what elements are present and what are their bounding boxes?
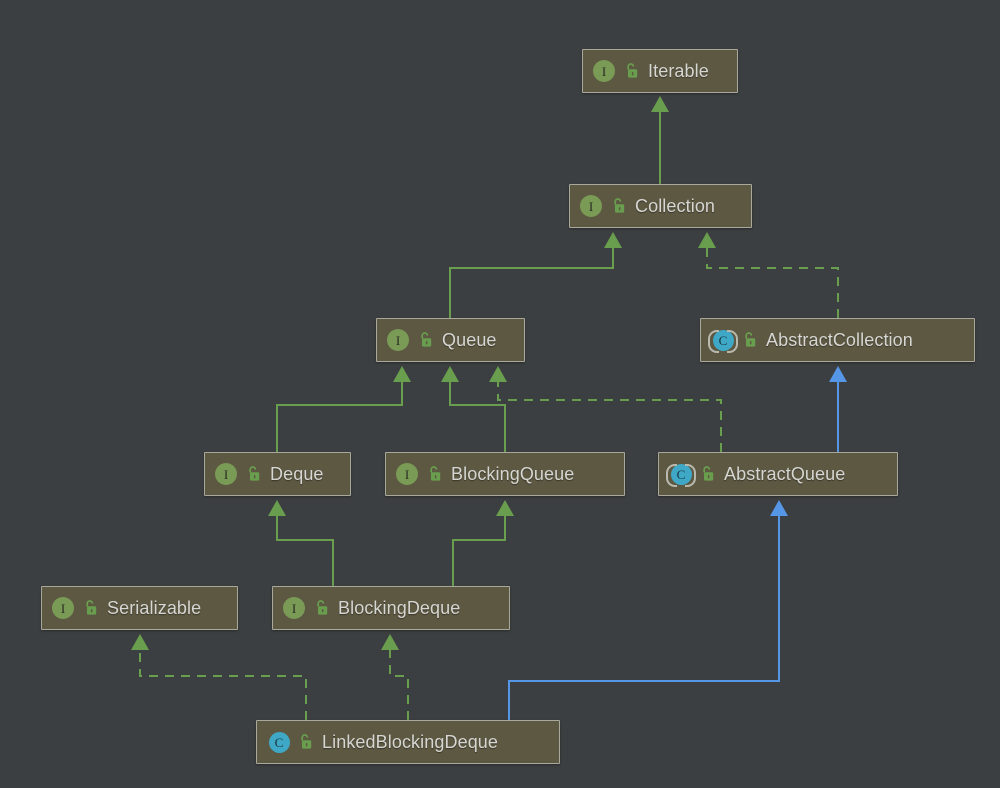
edge-blockingdeque-deque[interactable] (276, 515, 334, 586)
unlocked-padlock-icon (314, 599, 330, 617)
abstract-class-icon: C (708, 328, 738, 353)
arrowhead-blockingdeque-deque (268, 500, 286, 516)
unlocked-padlock-icon (611, 197, 627, 215)
class-node-label: Iterable (648, 60, 709, 81)
edge-linkedblockingdeque-serializable[interactable] (139, 649, 307, 720)
arrowhead-linkedblockingdeque-serializable (131, 634, 149, 650)
arrowhead-deque-queue (393, 366, 411, 382)
unlocked-padlock-icon (246, 465, 262, 483)
arrowhead-abstractcollection-collection (698, 232, 716, 248)
arrowhead-blockingqueue-queue (441, 366, 459, 382)
class-node-label: Queue (442, 329, 497, 350)
interface-icon: I (396, 462, 420, 486)
class-node-label: Serializable (107, 597, 202, 618)
interface-icon: I (580, 194, 604, 218)
class-icon: C (267, 730, 291, 754)
class-node-abstractqueue[interactable]: C AbstractQueue (658, 452, 898, 496)
class-node-label: BlockingDeque (338, 597, 461, 618)
arrowhead-blockingdeque-blockingqueue (496, 500, 514, 516)
arrowhead-linkedblockingdeque-abstractqueue (770, 500, 788, 516)
unlocked-padlock-icon (298, 733, 314, 751)
class-node-label: AbstractQueue (724, 463, 846, 484)
interface-icon: I (52, 596, 76, 620)
edge-blockingdeque-blockingqueue[interactable] (452, 515, 506, 586)
class-node-blockingqueue[interactable]: I BlockingQueue (385, 452, 625, 496)
edge-abstractcollection-collection[interactable] (706, 247, 839, 318)
class-node-deque[interactable]: I Deque (204, 452, 351, 496)
class-node-collection[interactable]: I Collection (569, 184, 752, 228)
interface-icon: I (283, 596, 307, 620)
edge-linkedblockingdeque-abstractqueue[interactable] (508, 515, 780, 720)
class-node-label: BlockingQueue (451, 463, 575, 484)
unlocked-padlock-icon (624, 62, 640, 80)
arrowhead-abstractqueue-abstractcollection (829, 366, 847, 382)
edge-deque-queue[interactable] (276, 381, 403, 452)
class-node-label: Collection (635, 195, 716, 216)
class-node-serializable[interactable]: I Serializable (41, 586, 238, 630)
edge-abstractqueue-queue[interactable] (497, 381, 722, 452)
class-node-iterable[interactable]: I Iterable (582, 49, 738, 93)
edge-linkedblockingdeque-blockingdeque[interactable] (389, 649, 409, 720)
arrowhead-queue-collection (604, 232, 622, 248)
class-node-abstractcollection[interactable]: C AbstractCollection (700, 318, 975, 362)
abstract-class-icon: C (666, 462, 696, 487)
edge-queue-collection[interactable] (449, 247, 614, 318)
class-node-label: AbstractCollection (766, 329, 913, 350)
unlocked-padlock-icon (700, 465, 716, 483)
edge-blockingqueue-queue[interactable] (449, 381, 506, 452)
interface-icon: I (593, 59, 617, 83)
class-node-label: Deque (270, 463, 324, 484)
arrowhead-linkedblockingdeque-blockingdeque (381, 634, 399, 650)
class-node-label: LinkedBlockingDeque (322, 731, 499, 752)
arrowhead-abstractqueue-queue (489, 366, 507, 382)
arrowhead-collection-iterable (651, 96, 669, 112)
class-node-queue[interactable]: I Queue (376, 318, 525, 362)
unlocked-padlock-icon (427, 465, 443, 483)
class-node-linkedblockingdeque[interactable]: C LinkedBlockingDeque (256, 720, 560, 764)
unlocked-padlock-icon (742, 331, 758, 349)
interface-icon: I (215, 462, 239, 486)
class-node-blockingdeque[interactable]: I BlockingDeque (272, 586, 510, 630)
unlocked-padlock-icon (418, 331, 434, 349)
interface-icon: I (387, 328, 411, 352)
unlocked-padlock-icon (83, 599, 99, 617)
